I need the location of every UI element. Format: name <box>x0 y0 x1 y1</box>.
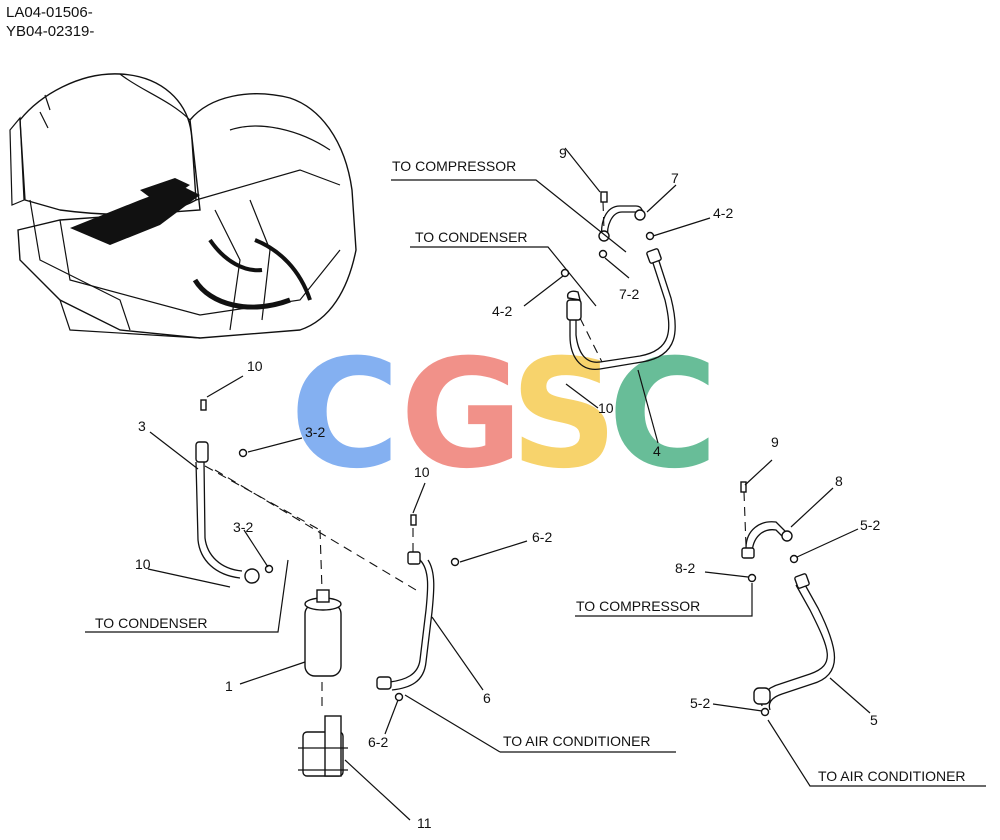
part-number-3-2-low: 3-2 <box>233 519 253 535</box>
part-code-la04: LA04-01506- <box>6 4 93 21</box>
hose-3-assembly <box>195 399 417 591</box>
part-code-yb04: YB04-02319- <box>6 23 94 40</box>
callout-to-compressor-right: TO COMPRESSOR <box>576 598 700 614</box>
callout-to-condenser-left: TO CONDENSER <box>95 615 208 631</box>
callout-to-air-conditioner-right: TO AIR CONDITIONER <box>818 768 966 784</box>
part-number-6-2-top: 6-2 <box>532 529 552 545</box>
part-number-7: 7 <box>671 170 679 186</box>
part-number-8: 8 <box>835 473 843 489</box>
part-number-6: 6 <box>483 690 491 706</box>
watermark-letter-c2: C <box>608 328 718 502</box>
part-number-5: 5 <box>870 712 878 728</box>
part-number-8-2: 8-2 <box>675 560 695 576</box>
watermark-letter-g: G <box>400 328 523 502</box>
part-number-4-2-right: 4-2 <box>713 205 733 221</box>
part-number-9-right: 9 <box>771 434 779 450</box>
part-number-10-hose3: 10 <box>247 358 263 374</box>
machine-overview-illustration <box>9 73 357 339</box>
callout-to-compressor-top: TO COMPRESSOR <box>392 158 516 174</box>
part-number-10-hose6: 10 <box>414 464 430 480</box>
receiver-drier <box>304 589 342 710</box>
part-number-10-clamp: 10 <box>135 556 151 572</box>
part-number-4-2-left: 4-2 <box>492 303 512 319</box>
hose-4-assembly <box>560 191 676 370</box>
part-number-3: 3 <box>138 418 146 434</box>
watermark-logo: C G S C <box>290 328 718 502</box>
part-number-9-top: 9 <box>559 145 567 161</box>
part-number-4: 4 <box>653 443 661 459</box>
part-number-7-2: 7-2 <box>619 286 639 302</box>
part-number-10-hose4: 10 <box>598 400 614 416</box>
bracket-11 <box>298 715 348 777</box>
callout-to-condenser-top: TO CONDENSER <box>415 229 528 245</box>
hose-6-assembly <box>376 514 460 702</box>
part-number-3-2-top: 3-2 <box>305 424 325 440</box>
part-number-5-2-low: 5-2 <box>690 695 710 711</box>
callout-to-air-conditioner-mid: TO AIR CONDITIONER <box>503 733 651 749</box>
watermark-letter-c1: C <box>290 328 400 502</box>
part-number-6-2-low: 6-2 <box>368 734 388 750</box>
watermark-letter-s: S <box>510 328 618 502</box>
hose-5-assembly <box>740 481 835 717</box>
leader-lines <box>85 147 986 821</box>
part-number-5-2-top: 5-2 <box>860 517 880 533</box>
part-number-11: 11 <box>417 815 432 831</box>
part-number-1: 1 <box>225 678 233 694</box>
